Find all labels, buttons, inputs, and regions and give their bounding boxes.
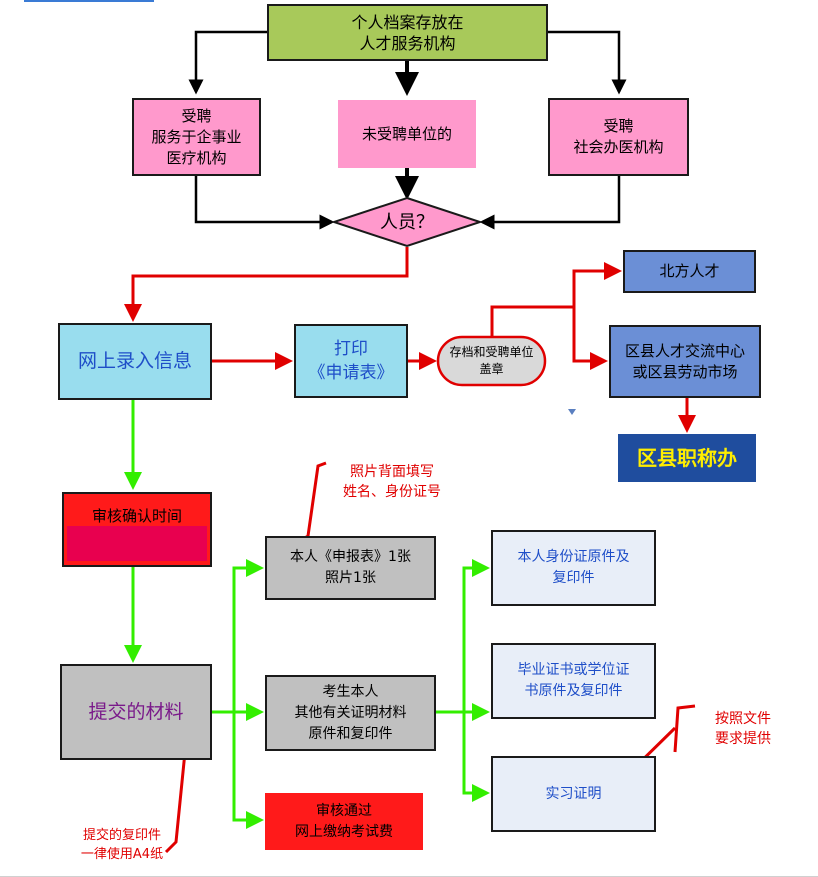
review-time-label: 审核确认时间 bbox=[91, 507, 182, 525]
node-north-talent: 北方人才 bbox=[623, 250, 756, 293]
note-per-document: 按照文件 要求提供 bbox=[715, 711, 771, 747]
arrow-archive-to-social bbox=[548, 30, 627, 95]
node-district-center: 区县人才交流中心 或区县劳动市场 bbox=[609, 325, 761, 398]
arrow-to-north-talent bbox=[572, 262, 622, 307]
arrow-social-to-person bbox=[479, 176, 621, 230]
review-time-inner-block bbox=[67, 526, 207, 561]
node-other-docs: 考生本人 其他有关证明材料 原件和复印件 bbox=[265, 675, 436, 751]
arrow-stamp-up bbox=[490, 305, 574, 336]
node-hired-enterprise: 受聘 服务于企事业 医疗机构 bbox=[132, 98, 261, 176]
node-submit-materials: 提交的材料 bbox=[60, 664, 212, 760]
callout-document-note bbox=[673, 704, 696, 753]
arrow-branch-to-internship bbox=[462, 712, 490, 802]
node-not-hired: 未受聘单位的 bbox=[338, 100, 476, 168]
node-diploma: 毕业证书或学位证 书原件及复印件 bbox=[491, 643, 656, 719]
node-form-photo: 本人《申报表》1张 照片1张 bbox=[265, 536, 436, 600]
node-pay-fee: 审核通过 网上缴纳考试费 bbox=[265, 793, 423, 850]
arrow-branch-to-id-card bbox=[462, 559, 490, 712]
person-diamond-shape bbox=[330, 196, 484, 248]
node-id-card: 本人身份证原件及 复印件 bbox=[491, 530, 656, 606]
note-photo-back: 照片背面填写 姓名、身份证号 bbox=[343, 464, 441, 500]
node-archive: 个人档案存放在 人才服务机构 bbox=[267, 4, 548, 61]
callout-photo-note bbox=[297, 461, 327, 544]
node-internship: 实习证明 bbox=[491, 756, 656, 832]
node-stamp: 存档和受聘单位 盖章 bbox=[449, 345, 534, 376]
arrow-branch-to-pay-fee bbox=[232, 712, 264, 829]
arrow-person-to-online-entry bbox=[124, 247, 409, 322]
node-hired-social: 受聘 社会办医机构 bbox=[548, 98, 689, 176]
arrow-archive-to-enterprise bbox=[188, 30, 267, 95]
arrow-enterprise-to-person bbox=[194, 176, 335, 230]
node-print-form: 打印 《申请表》 bbox=[294, 324, 408, 398]
node-person: 人员？ bbox=[380, 211, 434, 233]
arrow-to-district-center bbox=[572, 307, 608, 370]
small-triangle-marker bbox=[568, 409, 576, 415]
node-district-office: 区县职称办 bbox=[618, 434, 756, 482]
note-copy-paper: 提交的复印件 一律使用A4纸 bbox=[80, 828, 164, 862]
top-accent-bar bbox=[24, 0, 154, 2]
node-online-entry: 网上录入信息 bbox=[58, 323, 212, 400]
arrow-branch-to-form-photo bbox=[232, 559, 264, 712]
stamp-rounded-shape bbox=[436, 335, 547, 387]
callout-copy-paper-note bbox=[164, 741, 188, 854]
